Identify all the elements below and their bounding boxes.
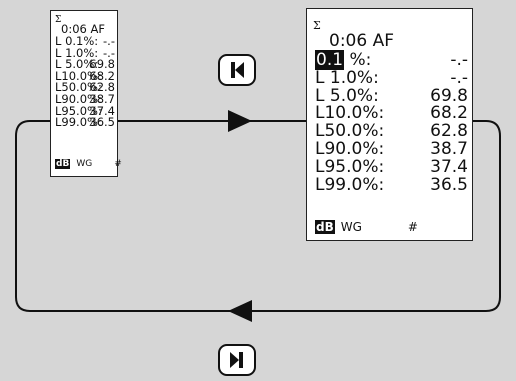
weighting-label: WG [340,220,362,234]
weighting-label: WG [76,159,93,169]
row-label: L90.0%: [315,138,385,159]
arrow-right-icon [228,110,252,132]
row-value: 62.8 [430,121,468,142]
percentile-row: L99.0%:36.5 [55,117,117,129]
hash-symbol: # [407,220,418,234]
display-footer: dB WG # [55,159,122,171]
display-header: 0:06 AF [61,22,105,36]
percentile-row: L99.0%: 36.5 [315,174,470,195]
percentile-row: L 0.1%: -.- [55,34,117,48]
display-header: 0:06 AF [329,31,394,51]
row-value: 68.2 [430,103,468,124]
percentile-row: L 1.0%: -.- [315,67,470,88]
percentile-row: L 5.0%:69.8 [55,59,117,71]
selected-percentile-highlight: 0.1 [315,50,345,70]
row-label: L 5.0%: [315,85,379,106]
display-footer: dB WG # [315,219,418,237]
row-value: 68.2 [89,68,115,83]
percentile-row: L90.0%:38.7 [55,91,117,106]
percentile-row: L 5.0%: 69.8 [315,85,470,106]
small-display-panel: Σ 0:06 AF L 0.1%:-.- L 1.0%:-.- L 5.0%:6… [50,10,122,177]
large-display-panel: Σ 0:06 AF 0.1 %: -.- L 1.0%: -.- L 5.0%: 69… [306,8,473,241]
row-value: 69.8 [89,57,115,72]
row-value: 38.7 [430,138,468,159]
skip-next-icon [230,352,243,368]
row-label: L 1.0%: [55,45,99,60]
percentile-rows: 0.1 %: -.- L 1.0%: -.- L 5.0%: 69.8 L10.0%:… [315,50,470,195]
row-label: L 0.1%: [55,34,99,48]
row-label: L50.0%: [315,121,385,142]
row-label: L 5.0%: [55,57,99,72]
row-label: %: [349,50,372,70]
percentile-row: L50.0%: 62.8 [315,121,470,142]
row-value: -.- [450,67,468,88]
previous-button[interactable] [218,54,256,86]
hash-symbol: # [114,159,122,169]
percentile-row-selected: 0.1 %: -.- [315,50,470,70]
row-value: 36.5 [430,174,468,195]
row-label: L95.0%: [55,103,102,118]
percentile-row: L10.0%: 68.2 [315,105,470,123]
row-label: L95.0%: [315,156,385,177]
row-label: L50.0%: [55,80,102,95]
next-button[interactable] [218,344,256,376]
percentile-row: L 1.0%: -.- [55,45,117,60]
percentile-row: L90.0%: 38.7 [315,138,470,159]
skip-previous-icon [231,62,244,78]
row-label: L99.0%: [315,174,385,195]
row-label: L90.0%: [55,91,102,106]
percentile-row: L95.0%:37.4 [55,103,117,118]
db-badge: dB [315,220,335,234]
row-value: -.- [103,45,115,60]
flow-loop-line [15,120,501,312]
row-label: L99.0%: [55,115,102,130]
arrow-left-icon [228,300,252,322]
db-badge: dB [55,159,71,169]
row-value: 36.5 [89,115,115,130]
row-value: -.- [450,50,468,70]
row-value: 37.4 [89,103,115,118]
percentile-row: L95.0%: 37.4 [315,156,470,177]
row-value: 69.8 [430,85,468,106]
percentile-row: L10.0%:68.2 [55,68,117,83]
row-value: -.- [103,34,115,48]
row-label: L 1.0%: [315,67,379,88]
row-value: 37.4 [430,156,468,177]
percentile-row: L50.0%:62.8 [55,82,117,94]
percentile-rows: L 0.1%: -.- L 1.0%: -.- L 5.0%:69.8 L10.0%… [55,34,117,129]
sigma-symbol: Σ [55,15,62,25]
row-value: 62.8 [89,80,115,95]
row-value: 38.7 [89,91,115,106]
row-label: L10.0%: [315,103,385,124]
sigma-symbol: Σ [313,19,321,32]
row-label: L10.0%: [55,68,102,83]
